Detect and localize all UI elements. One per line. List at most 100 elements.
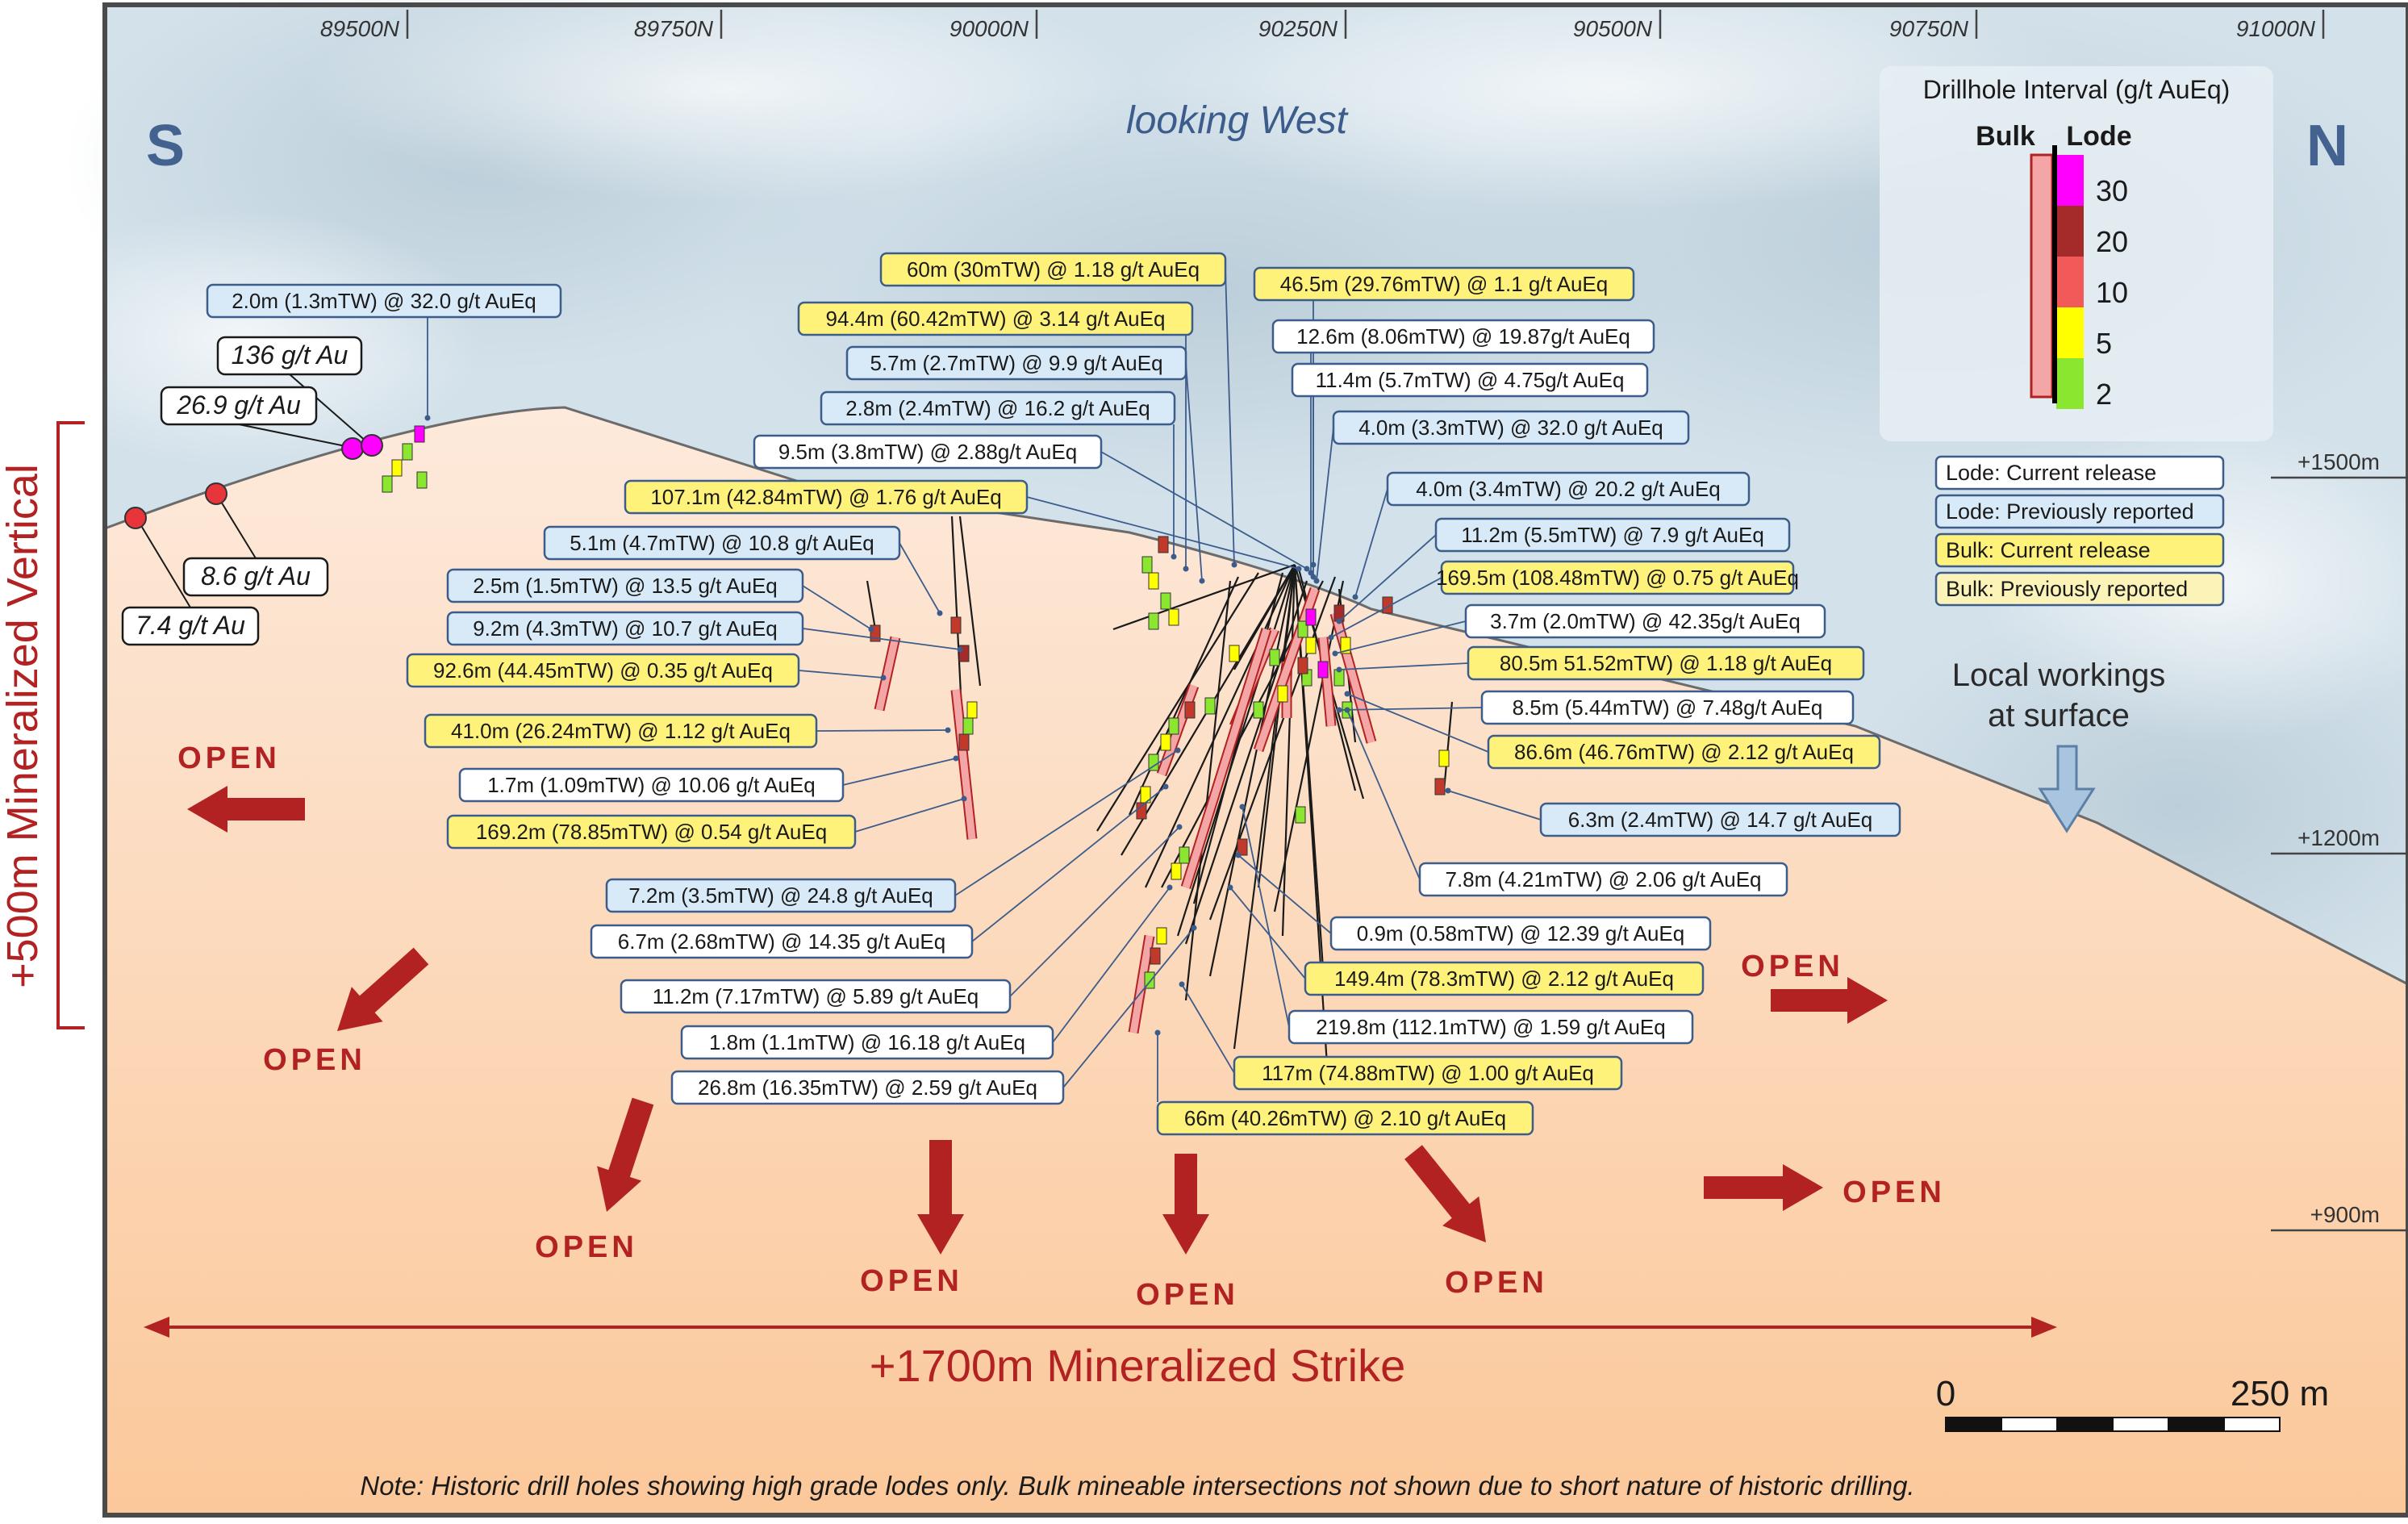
drill-hole-trace	[958, 516, 982, 687]
interval-callout: 26.8m (16.35mTW) @ 2.59 g/t AuEq	[670, 1070, 1065, 1105]
open-label: OPEN	[1843, 1175, 1946, 1209]
strike-extent: +1700m Mineralized Strike	[144, 1317, 2057, 1391]
interval-callout-text: 11.2m (7.17mTW) @ 5.89 g/t AuEq	[653, 984, 979, 1008]
drill-hole-trace	[1208, 576, 1337, 921]
lode-interval	[1317, 661, 1329, 678]
drill-hole-trace	[1233, 564, 1296, 670]
interval-callout-text: 41.0m (26.24mTW) @ 1.12 g/t AuEq	[451, 719, 791, 743]
interval-callout: 5.7m (2.7mTW) @ 9.9 g/t AuEq	[845, 345, 1187, 381]
callout-leader	[1009, 826, 1180, 997]
elevation-label: +1500m	[2297, 449, 2380, 474]
open-arrow-shape	[1771, 977, 1888, 1024]
lode-interval	[1160, 733, 1171, 751]
interval-callout-text: 117m (74.88mTW) @ 1.00 g/t AuEq	[1262, 1061, 1594, 1085]
open-arrow: OPEN	[535, 1097, 654, 1264]
interval-callout: 117m (74.88mTW) @ 1.00 g/t AuEq	[1233, 1055, 1623, 1091]
release-key-label: Lode: Previously reported	[1946, 499, 2194, 524]
lode-interval	[1148, 572, 1159, 590]
lode-interval	[391, 459, 403, 477]
lode-interval	[1150, 947, 1161, 965]
interval-callout-text: 107.1m (42.84mTW) @ 1.76 g/t AuEq	[650, 485, 1001, 509]
interval-callout-box	[820, 390, 1176, 426]
surface-sample-leader	[215, 493, 257, 559]
callout-leader-tip	[1175, 747, 1181, 754]
elevation-label: +900m	[2310, 1202, 2380, 1227]
interval-callout-box	[753, 434, 1103, 470]
surface-sample: 26.9 g/t Au	[160, 386, 354, 449]
interval-callout-box	[590, 924, 974, 959]
interval-callout-text: 86.6m (46.76mTW) @ 2.12 g/t AuEq	[1514, 740, 1854, 764]
northing-label: 90500N	[1573, 16, 1653, 41]
interval-callout-box	[406, 653, 800, 688]
interval-callout-box	[620, 979, 1012, 1014]
callout-leader	[1026, 496, 1300, 570]
interval-callout-text: 7.8m (4.21mTW) @ 2.06 g/t AuEq	[1446, 867, 1762, 891]
callout-leader	[1242, 806, 1290, 1028]
vertical-extent-bracket	[56, 421, 85, 1029]
callout-leader-tip	[1231, 562, 1237, 568]
surface-sample-leader	[238, 424, 354, 449]
lode-interval	[966, 701, 978, 719]
interval-callout: 107.1m (42.84mTW) @ 1.76 g/t AuEq	[624, 479, 1029, 515]
open-arrow-shape	[597, 1097, 654, 1212]
interval-callout-text: 4.0m (3.4mTW) @ 20.2 g/t AuEq	[1416, 477, 1721, 501]
scale-bar-segment	[2001, 1417, 2058, 1432]
callout-leader	[1346, 693, 1489, 753]
lode-interval	[402, 443, 413, 461]
vertical-extent-label: +500m Mineralized Vertical	[0, 464, 47, 988]
interval-callout: 94.4m (60.42mTW) @ 3.14 g/t AuEq	[797, 301, 1194, 336]
release-key-label: Lode: Current release	[1946, 461, 2156, 485]
interval-callout-text: 9.2m (4.3mTW) @ 10.7 g/t AuEq	[473, 616, 778, 641]
bulk-interval	[1182, 628, 1271, 889]
interval-callout: 11.4m (5.7mTW) @ 4.75g/t AuEq	[1291, 362, 1649, 398]
interval-callout-text: 80.5m 51.52mTW) @ 1.18 g/t AuEq	[1500, 651, 1832, 675]
callout-leader-tip	[1179, 981, 1185, 987]
surface-sample-label: 7.4 g/t Au	[136, 611, 245, 640]
scale-bar: 0 250 m	[1936, 1374, 2329, 1432]
interval-callout: 9.5m (3.8mTW) @ 2.88g/t AuEq	[753, 434, 1103, 470]
legend-grade-label: 10	[2096, 276, 2128, 309]
scale-bar-segment	[2112, 1417, 2169, 1432]
interval-callout: 2.0m (1.3mTW) @ 32.0 g/t AuEq	[206, 283, 562, 319]
lode-interval	[1184, 701, 1196, 719]
callout-leader	[1225, 269, 1235, 566]
open-label: OPEN	[1136, 1278, 1239, 1312]
lode-interval	[1179, 846, 1190, 864]
interval-callout-text: 8.5m (5.44mTW) @ 7.48g/t AuEq	[1513, 695, 1823, 720]
interval-callout-text: 3.7m (2.0mTW) @ 42.35g/t AuEq	[1490, 609, 1801, 633]
interval-callout: 6.3m (2.4mTW) @ 14.7 g/t AuEq	[1539, 802, 1901, 837]
bulk-interval	[1319, 637, 1335, 727]
callout-leader	[1062, 927, 1195, 1088]
lode-interval	[1297, 620, 1308, 638]
callout-leader-tip	[1313, 578, 1320, 584]
lode-interval	[958, 733, 970, 751]
interval-callout-box	[605, 878, 957, 913]
drill-hole-trace	[1208, 564, 1296, 977]
callout-leader	[1338, 707, 1483, 711]
lode-interval	[1158, 536, 1169, 553]
interval-callout-box	[1434, 517, 1791, 553]
interval-callout: 219.8m (112.1mTW) @ 1.59 g/t AuEq	[1287, 1009, 1694, 1045]
open-arrow: OPEN	[1741, 950, 1888, 1024]
callout-leader	[1229, 887, 1306, 979]
interval-callout-text: 11.4m (5.7mTW) @ 4.75g/t AuEq	[1316, 368, 1625, 392]
interval-callout-box	[1253, 266, 1635, 302]
surface-sample-box	[182, 557, 329, 597]
drill-hole-trace	[1096, 572, 1259, 832]
callout-leader-tip	[1296, 566, 1302, 572]
surface-sample-dot	[341, 437, 364, 460]
lode-interval	[1156, 927, 1167, 945]
callout-leader	[954, 749, 1179, 896]
interval-callout: 3.7m (2.0mTW) @ 42.35g/t AuEq	[1464, 603, 1826, 639]
callout-leader-tip	[1352, 594, 1358, 600]
interval-callout-box	[1440, 560, 1795, 595]
workings-arrow	[2038, 745, 2096, 833]
callout-leader	[1185, 362, 1203, 582]
legend-grade-label: 2	[2096, 378, 2112, 411]
legend-lode-label: Lode	[2066, 121, 2131, 152]
